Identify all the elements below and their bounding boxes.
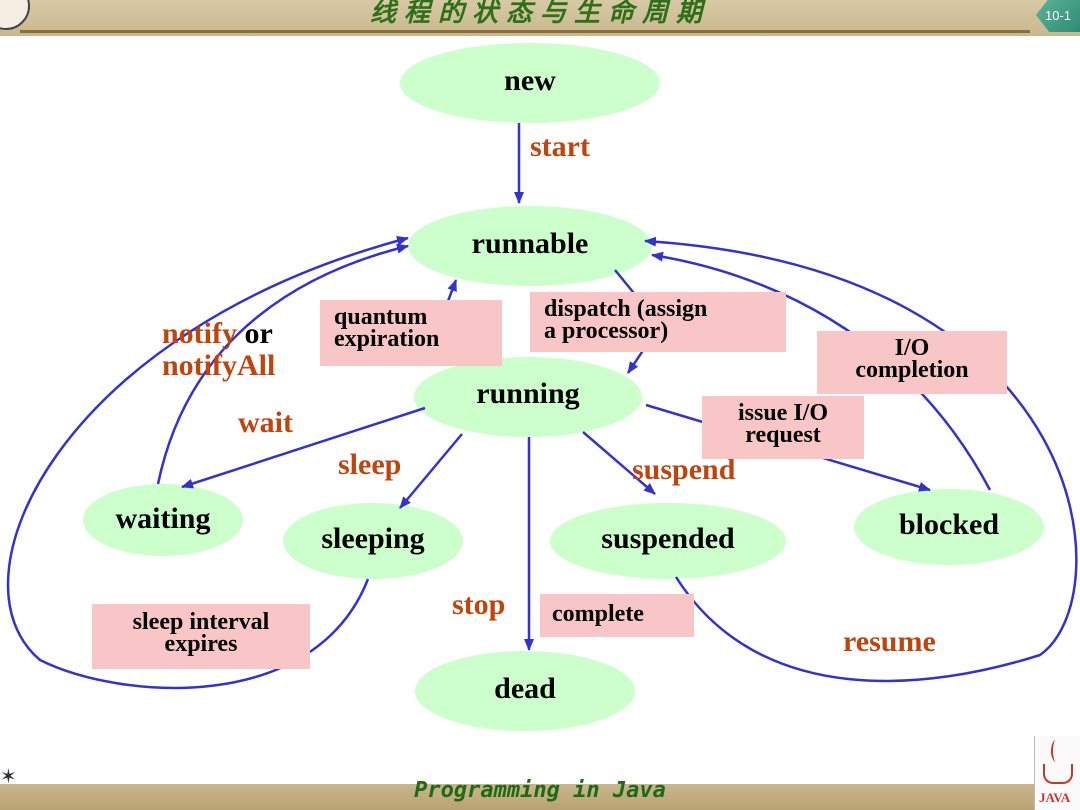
node-dead-shape (415, 651, 635, 731)
box-sleep-interval-line1: sleep interval (132, 609, 270, 635)
edge-label-wait: wait (238, 406, 293, 439)
box-io-completion-line2: completion (855, 357, 969, 383)
arrow-sleep (399, 433, 463, 509)
box-io-completion: I/O completion (817, 331, 1007, 394)
box-quantum-line2: expiration (334, 326, 440, 352)
edge-label-notify-word: notify (162, 317, 237, 350)
box-quantum-line1: quantum (334, 304, 428, 330)
edge-label-stop: stop (452, 588, 506, 621)
node-blocked-shape (854, 489, 1044, 565)
slide-header: 线程的状态与生命周期 10-1 (0, 0, 1080, 36)
header-rule (20, 30, 1030, 33)
java-cup-icon (1043, 764, 1073, 784)
box-quantum-expiration: quantum expiration (320, 300, 502, 366)
slide-footer: ✶ Programming in Java (0, 766, 1080, 810)
node-suspended: suspended (601, 522, 735, 555)
node-new: new (504, 64, 556, 97)
box-io-completion-line1: I/O (894, 335, 930, 361)
node-waiting: waiting (115, 502, 211, 535)
box-sleep-interval-expires: sleep interval expires (92, 604, 310, 669)
arrow-notify (156, 243, 409, 485)
java-logo-text: JAVA (1039, 790, 1071, 805)
box-sleep-interval-line2: expires (164, 631, 238, 657)
edge-label-resume: resume (843, 625, 936, 658)
node-waiting-shape (83, 484, 243, 556)
box-issue-io-line2: request (745, 422, 821, 448)
arrow-resume (644, 236, 1078, 683)
footer-title: Programming in Java (414, 778, 666, 803)
node-running-shape (414, 357, 642, 437)
box-complete: complete (540, 594, 694, 637)
edge-label-notifyall: notifyAll (162, 349, 276, 382)
node-new-shape (400, 43, 660, 123)
node-suspended-shape (550, 503, 786, 579)
box-dispatch-line2: a processor) (544, 318, 669, 344)
node-dead: dead (494, 672, 556, 705)
java-logo-icon: JAVA (1034, 736, 1080, 810)
node-running: running (476, 377, 580, 410)
edge-label-or: or (237, 317, 273, 350)
corner-mark-icon: ✶ (0, 766, 17, 788)
edge-label-sleep: sleep (338, 448, 402, 481)
arrow-suspend (582, 431, 656, 495)
node-sleeping-shape (283, 503, 463, 579)
node-runnable: runnable (471, 227, 589, 260)
node-sleeping: sleeping (321, 522, 425, 555)
box-dispatch-line1: dispatch (assign (544, 296, 708, 322)
edge-label-start: start (530, 130, 590, 163)
node-runnable-shape (408, 206, 652, 286)
java-steam-icon (1051, 740, 1061, 762)
slide-title: 线程的状态与生命周期 (369, 0, 710, 28)
node-blocked: blocked (898, 508, 1000, 541)
box-dispatch: dispatch (assign a processor) (530, 292, 786, 352)
box-issue-io-line1: issue I/O (737, 400, 829, 426)
arrow-sleep-interval (6, 235, 409, 690)
box-issue-io: issue I/O request (702, 396, 864, 459)
arrow-io-completion (651, 251, 992, 491)
arrow-wait (181, 406, 426, 489)
